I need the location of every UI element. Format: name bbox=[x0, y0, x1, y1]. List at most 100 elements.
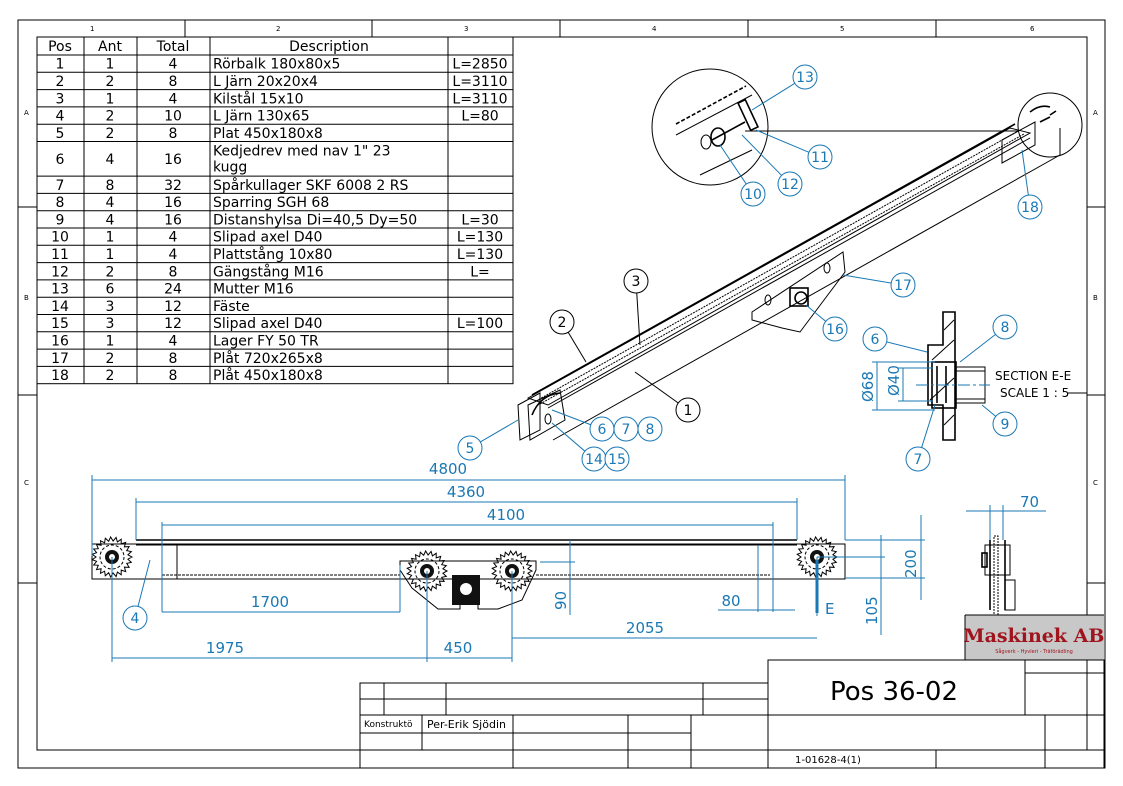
section-scale: SCALE 1 : 5 bbox=[1000, 386, 1069, 400]
zone-label: 4 bbox=[652, 25, 657, 33]
bom-description: Fäste bbox=[213, 299, 250, 315]
section-diameter-inner: Ø40 bbox=[885, 365, 903, 396]
bom-cell: 11 bbox=[51, 247, 69, 263]
balloon-number: 14 bbox=[585, 452, 603, 468]
title-block: Maskinek AB Sågverk - Hyvleri - Träföräd… bbox=[359, 614, 1105, 769]
balloon-number: 7 bbox=[914, 452, 923, 468]
bom-cell: 2 bbox=[106, 351, 115, 367]
bom-cell: 24 bbox=[164, 282, 182, 298]
bom-header: Total bbox=[156, 39, 190, 55]
zone-label: B bbox=[1093, 294, 1098, 302]
isometric-view bbox=[517, 68, 1083, 441]
balloon-number: 2 bbox=[558, 315, 567, 331]
zone-label: C bbox=[24, 479, 29, 487]
balloon-1: 1 bbox=[634, 371, 701, 423]
bom-cell: 4 bbox=[169, 57, 178, 73]
balloon-6: 6 bbox=[862, 326, 928, 353]
bom-cell: 9 bbox=[56, 212, 65, 228]
balloon-number: 12 bbox=[781, 177, 799, 193]
bom-cell: 10 bbox=[164, 109, 182, 125]
detail-circle-small bbox=[1017, 92, 1083, 158]
inner-border bbox=[36, 36, 1088, 751]
bom-header: Pos bbox=[48, 39, 72, 55]
sprocket bbox=[406, 549, 449, 593]
section-diameter-outer: Ø68 bbox=[859, 371, 877, 402]
bom-length: L=3110 bbox=[452, 91, 507, 107]
bom-cell: 4 bbox=[56, 109, 65, 125]
drawing-title: Pos 36-02 bbox=[830, 677, 958, 707]
balloon-number: 17 bbox=[894, 278, 912, 294]
balloon-9: 9 bbox=[981, 404, 1018, 437]
bom-description: Plattstång 10x80 bbox=[213, 246, 332, 263]
balloon-number: 8 bbox=[1001, 320, 1010, 336]
bom-length: L=100 bbox=[457, 316, 503, 332]
balloon-8: 8 bbox=[959, 314, 1018, 363]
drawing-number: 1-01628-4(1) bbox=[795, 755, 861, 766]
section-marker-e: E bbox=[825, 600, 834, 618]
zone-label: 1 bbox=[90, 25, 94, 33]
bom-cell: 18 bbox=[51, 368, 69, 384]
bom-cell: 1 bbox=[56, 57, 65, 73]
bom-description: Sparring SGH 68 bbox=[213, 195, 329, 211]
bom-cell: 4 bbox=[106, 195, 115, 211]
bom-cell: 8 bbox=[169, 368, 178, 384]
bom-description: L Järn 130x65 bbox=[213, 109, 310, 125]
logo-tagline: Sågverk - Hyvleri - Träförädling bbox=[995, 648, 1073, 655]
bom-cell: 4 bbox=[169, 230, 178, 246]
balloon-3: 3 bbox=[623, 268, 649, 346]
dimension-2055: 2055 bbox=[626, 619, 664, 637]
bom-description: Slipad axel D40 bbox=[213, 230, 322, 246]
bom-cell: 8 bbox=[169, 74, 178, 90]
zone-label: A bbox=[1093, 109, 1098, 117]
bom-length: L=3110 bbox=[452, 74, 507, 90]
bom-cell: 1 bbox=[106, 230, 115, 246]
bom-description: Plåt 450x180x8 bbox=[213, 367, 323, 384]
bom-cell: 2 bbox=[106, 74, 115, 90]
bom-cell: 2 bbox=[56, 74, 65, 90]
bom-cell: 3 bbox=[106, 316, 115, 332]
bom-cell: 10 bbox=[51, 230, 69, 246]
balloon-number: 4 bbox=[131, 611, 140, 627]
balloon-number: 11 bbox=[811, 150, 829, 166]
bom-cell: 2 bbox=[106, 368, 115, 384]
bom-cell: 6 bbox=[56, 152, 65, 168]
bom-cell: 16 bbox=[164, 212, 182, 228]
outer-border bbox=[17, 19, 1106, 769]
bom-cell: 8 bbox=[169, 264, 178, 280]
bom-description: L Järn 20x20x4 bbox=[213, 74, 318, 90]
balloon-14: 14 bbox=[551, 422, 607, 472]
dimension-70: 70 bbox=[1020, 493, 1039, 511]
dimension-1975: 1975 bbox=[206, 639, 244, 657]
bom-length: L=30 bbox=[461, 212, 498, 228]
bom-cell: 8 bbox=[106, 178, 115, 194]
balloon-number: 10 bbox=[744, 187, 762, 203]
dimension-1700: 1700 bbox=[251, 593, 289, 611]
bom-cell: 7 bbox=[56, 178, 65, 194]
bom-length: L= bbox=[470, 264, 490, 280]
balloon-number: 6 bbox=[871, 332, 880, 348]
balloon-5: 5 bbox=[457, 419, 519, 461]
bom-header: Ant bbox=[98, 39, 122, 55]
bom-cell: 1 bbox=[106, 91, 115, 107]
side-view bbox=[981, 535, 1016, 617]
balloon-7: 7 bbox=[613, 416, 639, 442]
constructor-name: Per-Erik Sjödin bbox=[427, 718, 506, 731]
bom-cell: 12 bbox=[164, 299, 182, 315]
zone-label: 3 bbox=[464, 25, 468, 33]
dimension-105: 105 bbox=[863, 596, 881, 625]
bom-cell: 8 bbox=[169, 126, 178, 142]
zone-label: C bbox=[1093, 479, 1098, 487]
bom-cell: 12 bbox=[164, 316, 182, 332]
